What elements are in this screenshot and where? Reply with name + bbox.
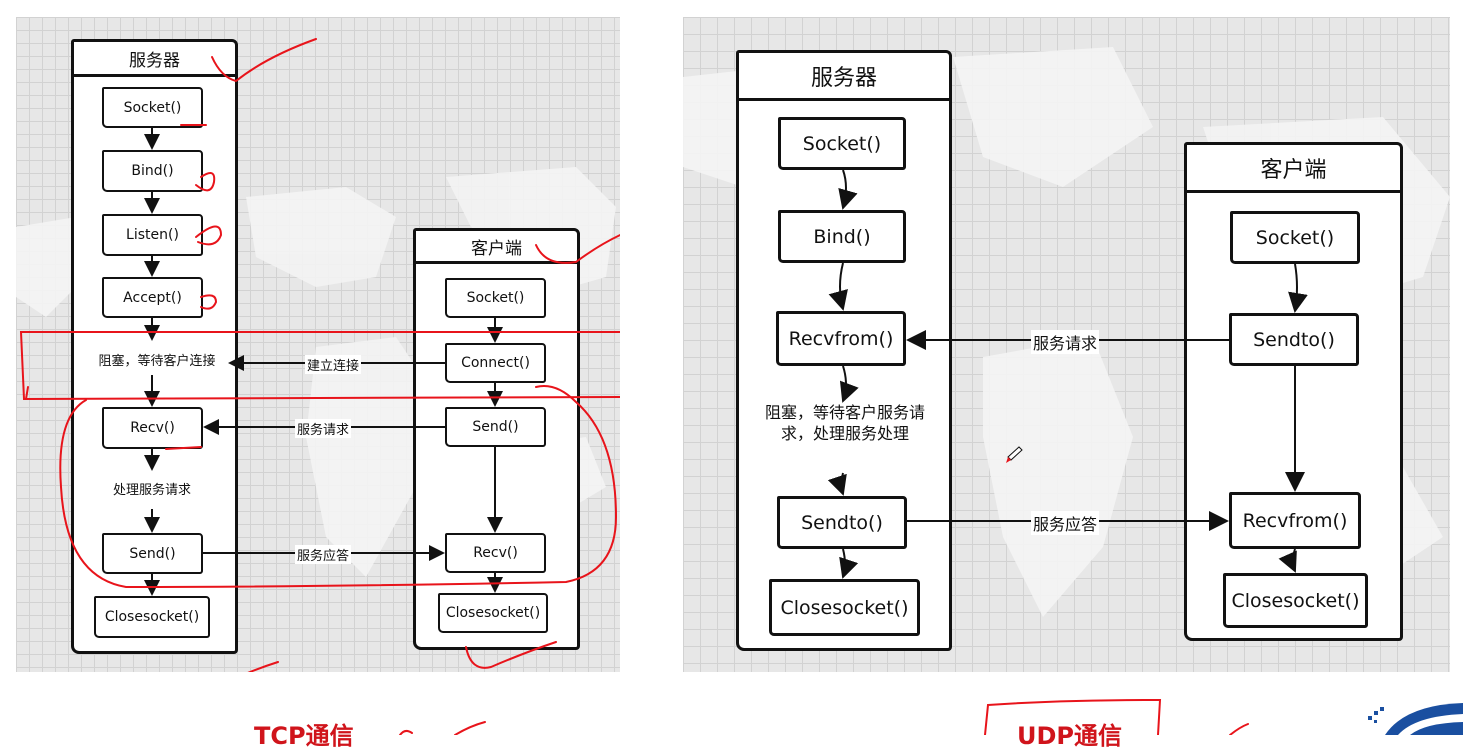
tcp-client-socket-step: Socket() <box>445 278 546 318</box>
udp-diagram-panel: 服务器 Socket() Bind() Recvfrom() 阻塞，等待客户服务… <box>683 17 1450 672</box>
udp-client-closesocket-step: Closesocket() <box>1223 573 1368 628</box>
tcp-server-blocking-note: 阻塞，等待客户连接 <box>98 354 216 369</box>
tcp-connect-message-label: 建立连接 <box>305 355 362 374</box>
udp-server-sendto-step: Sendto() <box>777 496 907 549</box>
tcp-server-listen-step: Listen() <box>102 214 203 256</box>
tcp-server-accept-step: Accept() <box>102 277 203 318</box>
tcp-server-bind-step: Bind() <box>102 150 203 192</box>
udp-client-sendto-step: Sendto() <box>1229 313 1359 366</box>
tcp-client-connect-step: Connect() <box>445 343 546 383</box>
tcp-client-send-step: Send() <box>445 407 546 447</box>
tcp-client-recv-step: Recv() <box>445 533 546 573</box>
tcp-diagram-panel: 服务器 Socket() Bind() Listen() Accept() 阻塞… <box>16 17 620 672</box>
udp-server-blocking-note: 阻塞，等待客户服务请求，处理服务处理 <box>764 403 925 443</box>
tcp-server-recv-step: Recv() <box>102 407 203 449</box>
tcp-server-socket-step: Socket() <box>102 87 203 128</box>
tcp-client-title: 客户端 <box>416 231 577 264</box>
tcp-server-process-note: 处理服务请求 <box>112 483 191 498</box>
tcp-response-message-label: 服务应答 <box>295 545 352 564</box>
tcp-caption: TCP通信 <box>254 722 354 750</box>
tcp-server-title: 服务器 <box>74 42 235 77</box>
udp-request-message-label: 服务请求 <box>1031 330 1100 354</box>
udp-client-recvfrom-step: Recvfrom() <box>1229 492 1361 549</box>
tcp-server-closesocket-step: Closesocket() <box>94 596 210 638</box>
udp-server-socket-step: Socket() <box>778 117 906 170</box>
tcp-server-send-step: Send() <box>102 533 203 574</box>
udp-client-socket-step: Socket() <box>1230 211 1360 264</box>
udp-server-title: 服务器 <box>739 53 949 101</box>
udp-server-closesocket-step: Closesocket() <box>769 579 920 636</box>
udp-caption: UDP通信 <box>1017 722 1122 750</box>
udp-server-recvfrom-step: Recvfrom() <box>776 311 906 366</box>
udp-client-title: 客户端 <box>1187 145 1400 193</box>
tcp-client-closesocket-step: Closesocket() <box>438 593 548 633</box>
tcp-request-message-label: 服务请求 <box>295 419 352 438</box>
udp-response-message-label: 服务应答 <box>1031 511 1100 535</box>
udp-server-bind-step: Bind() <box>778 210 906 263</box>
